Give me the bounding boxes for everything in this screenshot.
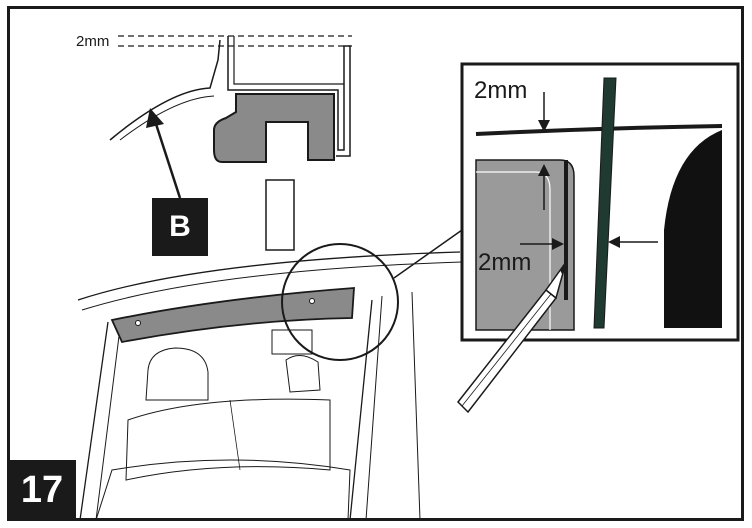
a-pillar-outer — [79, 321, 109, 521]
glass-edge-highlight — [476, 171, 551, 330]
magnifier-connector — [393, 229, 463, 279]
callout-arrow-head — [146, 108, 164, 128]
detail-view: 2mm 2mm — [460, 62, 740, 342]
channel-inner-edge — [233, 36, 344, 85]
detail-side-gap-label: 2mm — [478, 249, 531, 276]
insertion-guide — [265, 179, 295, 251]
profile-cross-section: 2mm — [76, 33, 352, 251]
rear-headrest — [285, 355, 321, 393]
side-gap-arrow-right-head — [608, 236, 620, 248]
b-pillar — [349, 299, 373, 521]
pencil — [456, 261, 567, 414]
deflector-profile — [213, 93, 335, 163]
installed-deflector — [110, 287, 355, 344]
step-badge — [8, 460, 76, 520]
seat-back — [125, 398, 331, 481]
a-pillar-inner — [95, 327, 121, 521]
top-gap-arrow-head — [538, 120, 550, 132]
callout-letter: B — [169, 210, 191, 243]
front-headrest — [145, 347, 209, 401]
door-frame-inner-curve — [119, 95, 215, 141]
detail-top-gap-label: 2mm — [474, 77, 527, 104]
top-gap-label: 2mm — [76, 33, 109, 50]
detail-seal-strip — [593, 77, 617, 329]
deflector-hole-front — [135, 320, 141, 326]
pencil-body-line — [461, 293, 552, 407]
side-gap-arrow-left-head — [552, 238, 564, 250]
callout-arrow-line — [154, 123, 182, 199]
rear-view-mirror — [271, 329, 313, 355]
magnifier-circle — [281, 243, 399, 361]
roof-line-inner — [81, 261, 463, 311]
detail-pillar — [664, 130, 722, 328]
seat-divider — [229, 399, 241, 471]
car-door-illustration — [77, 229, 463, 521]
roof-line — [77, 251, 461, 301]
callout-badge — [152, 198, 208, 256]
window-channel-outline — [227, 36, 351, 157]
deflector-hole-rear — [309, 298, 315, 304]
detail-top-trim — [475, 124, 723, 136]
rear-door-edge — [411, 291, 421, 521]
step-number: 17 — [20, 469, 64, 511]
up-arrow-head — [538, 164, 550, 176]
seat-cushion — [95, 459, 351, 521]
door-frame-curve — [109, 39, 221, 141]
pencil-lead — [560, 262, 566, 276]
b-pillar-inner — [365, 295, 383, 521]
